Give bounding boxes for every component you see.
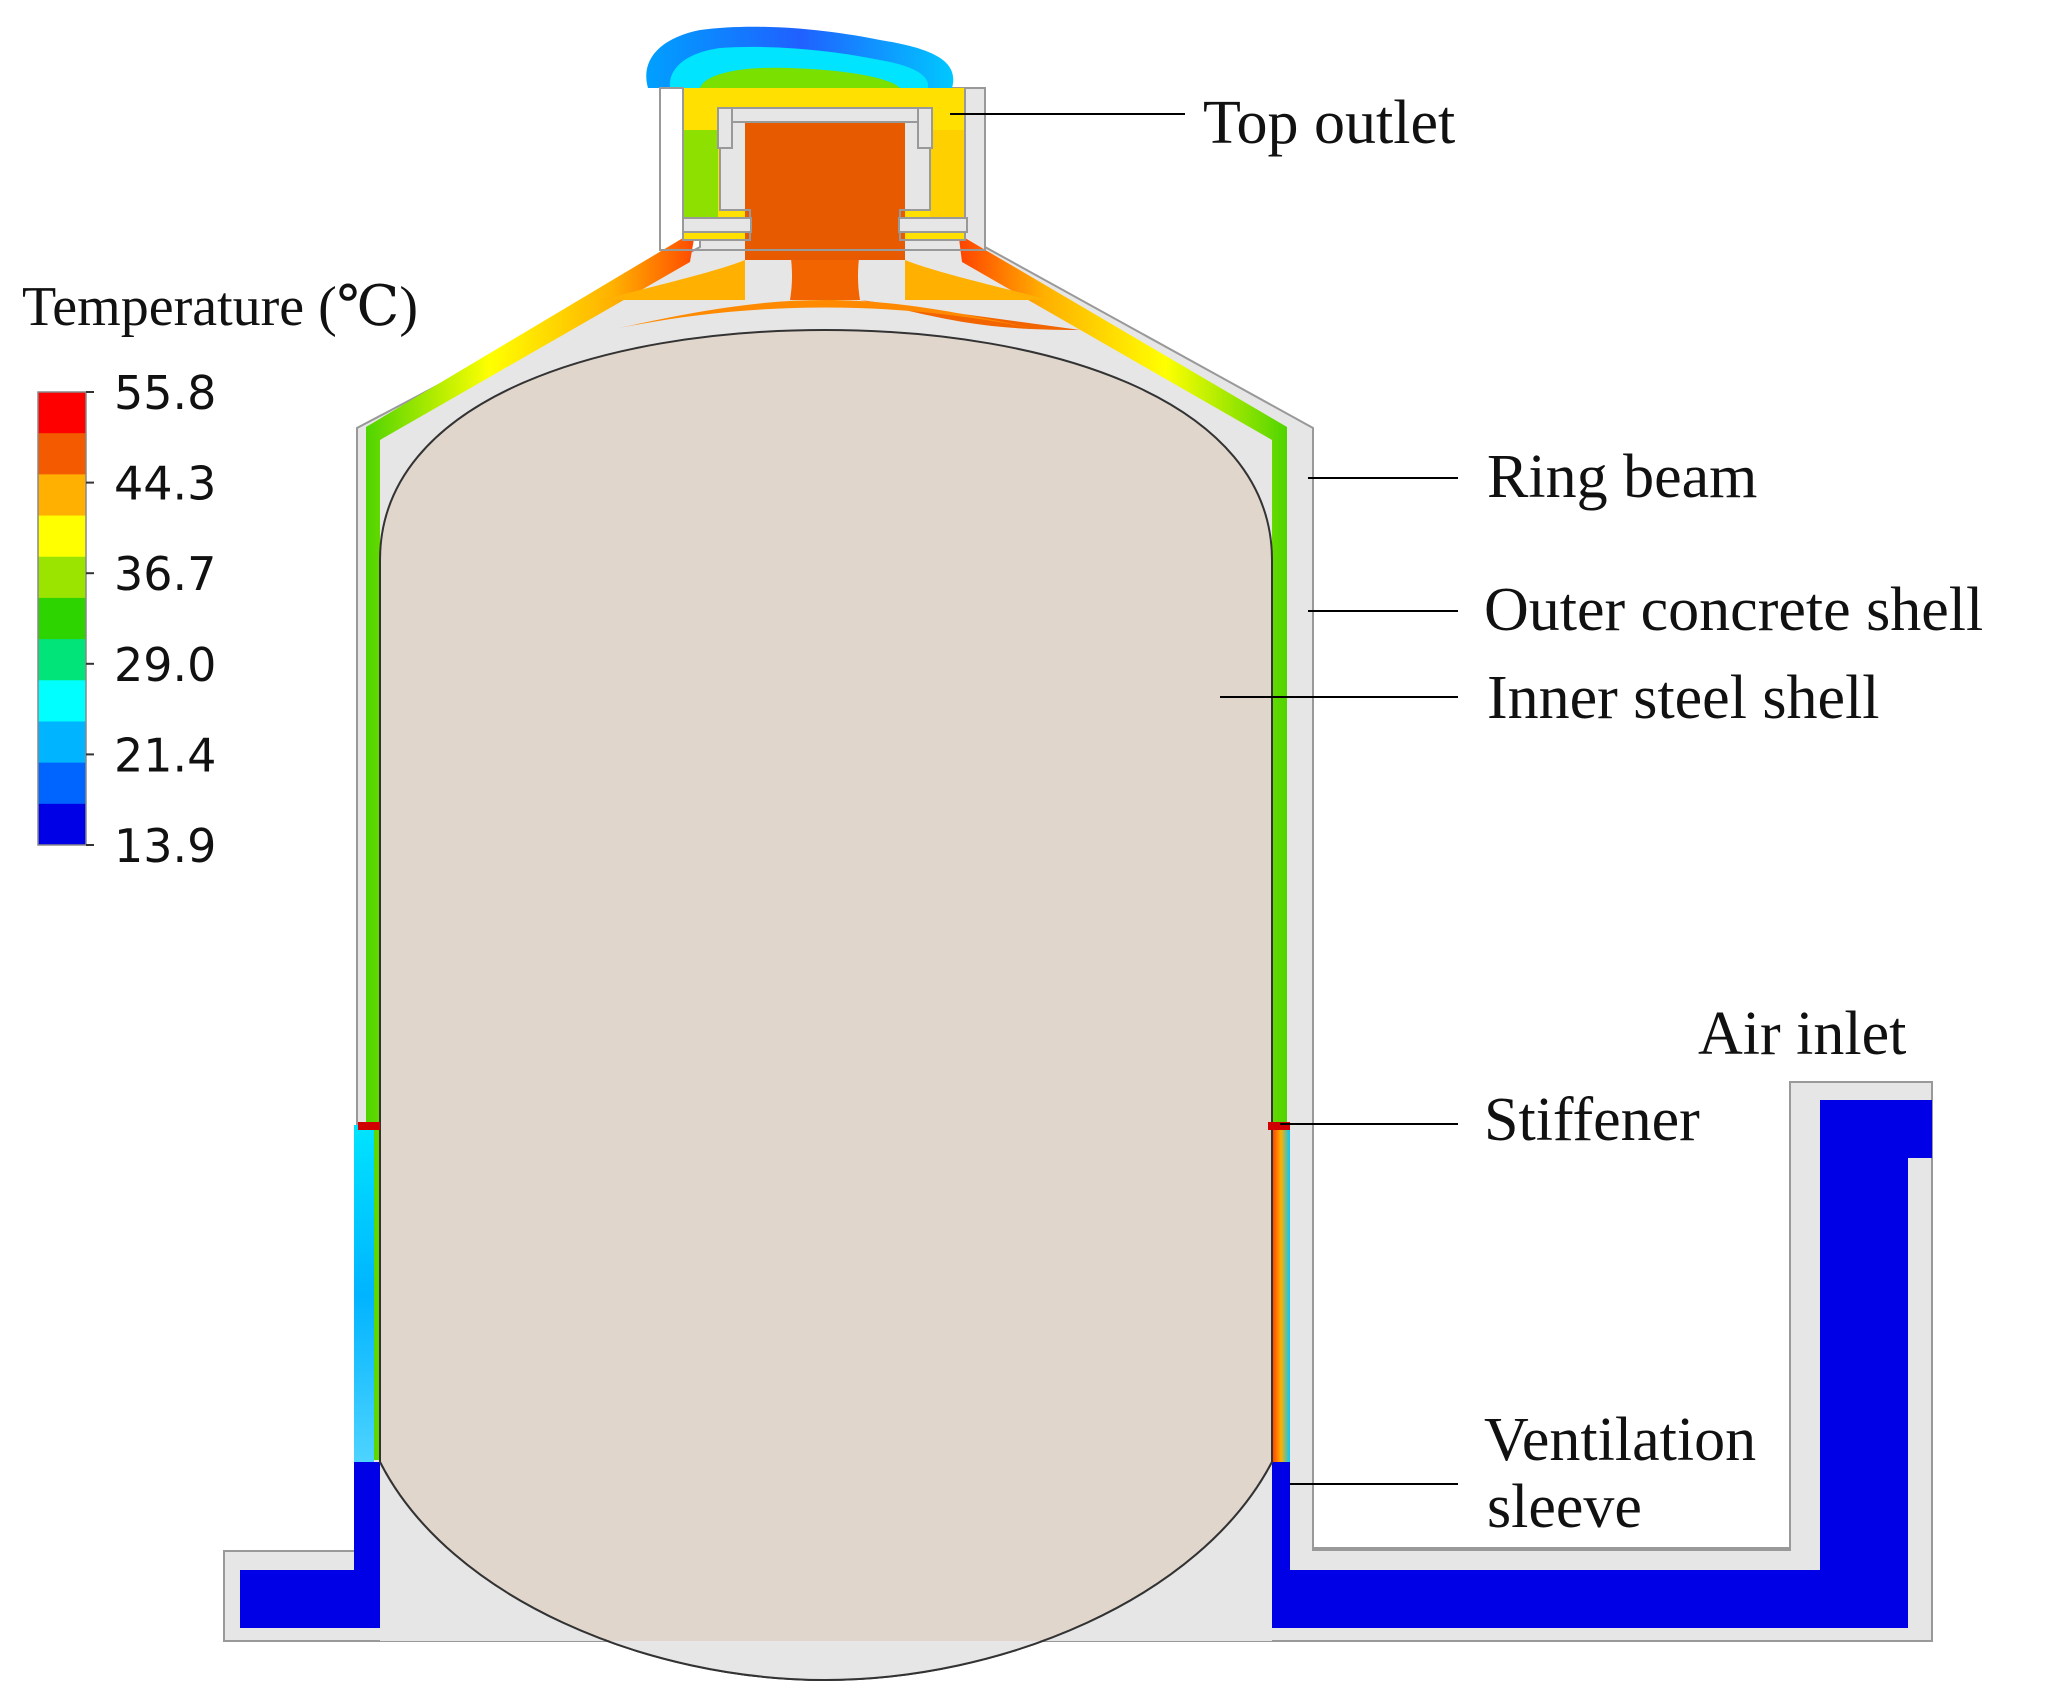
legend-band (38, 556, 86, 599)
legend-band (38, 433, 86, 475)
hot-core-band-left (600, 260, 745, 300)
air-region (240, 26, 1932, 1628)
stiffener-left (358, 1122, 380, 1130)
legend-color-bar (37, 391, 87, 846)
legend-tick-labels: 55.8 44.3 36.7 29.0 21.4 13.9 (86, 366, 216, 873)
legend-band (38, 639, 86, 681)
left-lower-band (354, 1125, 374, 1465)
cap-left-lip (717, 107, 733, 149)
legend-band (38, 721, 86, 764)
legend-tick-label: 29.0 (114, 638, 216, 692)
legend-band (38, 392, 86, 434)
legend-band (38, 803, 86, 846)
stiffener-right (1268, 1122, 1290, 1130)
legend-tick-label: 21.4 (114, 728, 216, 782)
label-top-outlet: Top outlet (1203, 89, 1455, 157)
chimney-green-right (930, 130, 965, 220)
outlet-plume-core (700, 67, 900, 88)
component-labels: Top outlet Ring beam Outer concrete shel… (1203, 89, 1983, 1541)
left-cold-duct (240, 1462, 380, 1628)
label-ring-beam: Ring beam (1487, 443, 1757, 511)
cap-right-lip (917, 107, 933, 149)
label-air-inlet: Air inlet (1698, 1000, 1906, 1068)
hot-core-dome (610, 300, 1040, 330)
temperature-legend: Temperature (℃) 55.8 44.3 36.7 29.0 21.4 13.9 (22, 276, 418, 873)
legend-band (38, 680, 86, 722)
steel-shell-body (379, 328, 1273, 1682)
label-sleeve: sleeve (1487, 1473, 1642, 1541)
chimney-cap-walls (659, 87, 986, 251)
legend-tick-label: 36.7 (114, 547, 216, 601)
right-cold-duct (1260, 1100, 1932, 1628)
hot-core-top (745, 118, 905, 260)
legend-band (38, 762, 86, 805)
legend-title: Temperature (℃) (22, 276, 418, 338)
chimney-green-left (683, 130, 718, 220)
cap-plate (717, 107, 933, 123)
neck-right-lip (898, 217, 968, 233)
label-ventilation: Ventilation (1484, 1406, 1756, 1474)
label-stiffener: Stiffener (1484, 1086, 1700, 1154)
legend-frame (37, 391, 87, 846)
label-inner-steel-shell: Inner steel shell (1487, 664, 1880, 732)
legend-band (38, 515, 86, 558)
legend-band (38, 474, 86, 517)
callout-lines (950, 113, 1458, 1485)
right-lower-band (1272, 1125, 1290, 1465)
neck-left-lip (682, 217, 752, 233)
hot-core-band-right (905, 260, 1050, 300)
label-outer-concrete-shell: Outer concrete shell (1484, 576, 1983, 644)
inner-steel-shell (358, 328, 1290, 1682)
legend-tick-label: 55.8 (114, 366, 216, 420)
legend-tick-label: 13.9 (114, 819, 216, 873)
steel-shell-bottom-arc (379, 1461, 1273, 1682)
legend-tick-label: 44.3 (114, 457, 216, 511)
legend-band (38, 597, 86, 640)
